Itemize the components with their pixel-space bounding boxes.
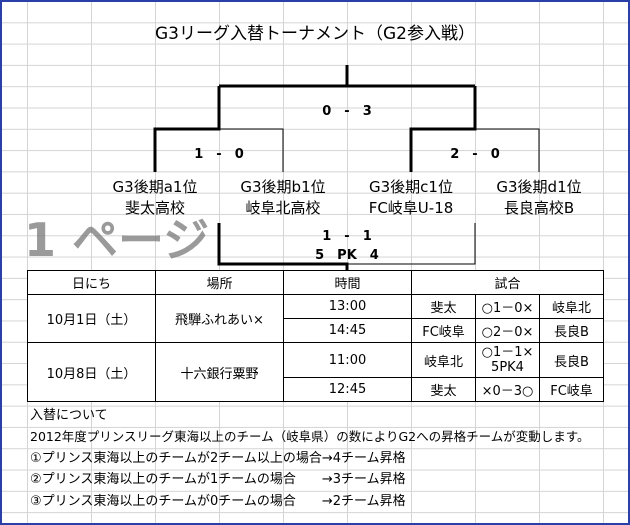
time-cell: 12:45 [283, 377, 412, 402]
time-cell: 13:00 [283, 294, 412, 319]
notes-line: ②プリンス東海以上のチームが1チームの場合 →3チーム昇格 [30, 472, 406, 487]
table-row: 12:45 斐太 ×0－3○ FC岐阜 [28, 377, 604, 402]
bracket-left-loser-line [219, 128, 284, 172]
home-team-cell: 岐阜北 [411, 342, 476, 378]
table-row: 14:45 FC岐阜 ○2－0× 長良B [28, 318, 604, 343]
team-name: 岐阜北高校 [245, 199, 321, 217]
final-score: 0 - 3 [322, 104, 372, 119]
table-row: 10月1日（土） 飛騨ふれあい× 13:00 斐太 ○1－0× 岐阜北 [27, 294, 604, 343]
date-cell: 10月8日（土） [27, 342, 156, 402]
bracket-right-winner-line [409, 86, 477, 172]
result-cell: ○1－0× [475, 294, 540, 319]
home-team-cell: FC岐阜 [411, 318, 476, 343]
header-match: 試合 [411, 270, 604, 295]
away-team-cell: 岐阜北 [539, 294, 604, 319]
result-cell: ×0－3○ [475, 377, 540, 402]
semifinal-right-score: 2 - 0 [450, 147, 500, 162]
team-slot: G3後期a1位 [112, 178, 198, 196]
team-name: FC岐阜U-18 [368, 199, 454, 217]
semifinal-left-score: 1 - 0 [194, 147, 244, 162]
team-slot: G3後期d1位 [496, 178, 582, 196]
page-title: G3リーグ入替トーナメント（G2参入戦） [155, 24, 475, 44]
venue-cell: 飛騨ふれあい× [155, 294, 284, 343]
away-team-cell: 長良B [539, 342, 604, 378]
page-watermark: 1 ページ [24, 213, 210, 267]
header-date: 日にち [27, 270, 156, 295]
third-place-score: 1 - 1 [322, 229, 372, 244]
header-venue: 場所 [155, 270, 284, 295]
result-pk: 5PK4 [491, 360, 524, 375]
home-team-cell: 斐太 [411, 377, 476, 402]
team-slot: G3後期c1位 [369, 178, 453, 196]
bracket-left-winner-line [153, 86, 221, 172]
time-cell: 14:45 [283, 318, 412, 343]
table-row: 10月8日（土） 十六銀行粟野 11:00 岐阜北 ○1－1×5PK4 長良B [27, 342, 604, 402]
notes-heading: 入替について [30, 408, 108, 423]
team-name: 斐太高校 [124, 199, 185, 217]
team-name: 長良高校B [503, 199, 575, 217]
team-slot: G3後期b1位 [240, 178, 326, 196]
away-team-cell: FC岐阜 [539, 377, 604, 402]
third-place-pk: 5 PK 4 [315, 248, 379, 263]
bracket-right-loser-line [475, 128, 540, 172]
time-cell: 11:00 [283, 342, 412, 378]
result-cell: ○2－0× [475, 318, 540, 343]
home-team-cell: 斐太 [411, 294, 476, 319]
notes-line: 2012年度プリンスリーグ東海以上のチーム（岐阜県）の数によりG2への昇格チーム… [30, 429, 590, 444]
result-cell: ○1－1×5PK4 [475, 342, 540, 378]
result-score: ○1－1× [481, 345, 534, 360]
away-team-cell: 長良B [539, 318, 604, 343]
bracket-final-winner-line [219, 65, 475, 88]
notes-line: ①プリンス東海以上のチームが2チーム以上の場合→4チーム昇格 [30, 451, 406, 466]
schedule-table: 日にち 場所 時間 試合 10月1日（土） 飛騨ふれあい× 13:00 斐太 ○… [27, 270, 604, 402]
date-cell: 10月1日（土） [27, 294, 156, 343]
bracket-third-loser-line [347, 223, 476, 265]
venue-cell: 十六銀行粟野 [155, 342, 284, 402]
header-time: 時間 [283, 270, 412, 295]
notes-line: ③プリンス東海以上のチームが0チームの場合 →2チーム昇格 [30, 494, 406, 509]
